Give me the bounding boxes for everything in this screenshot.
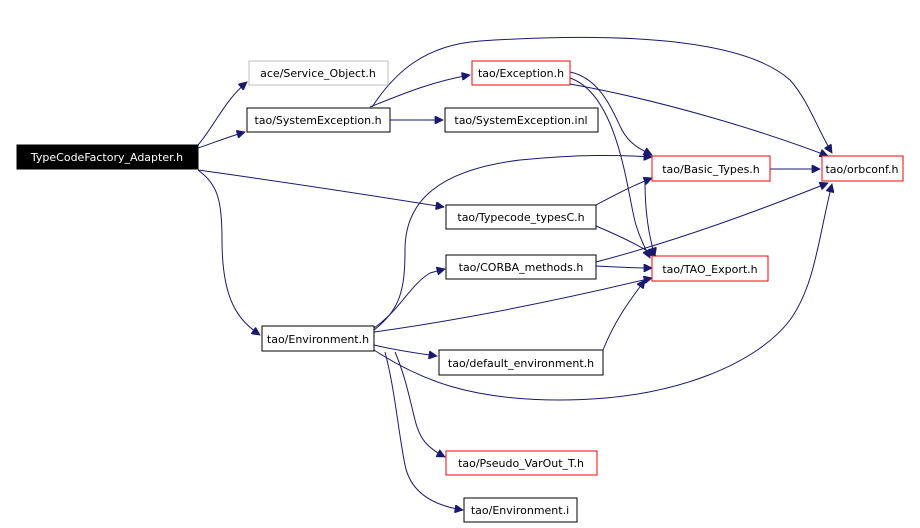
edge-env-pseudo-varout	[394, 351, 445, 458]
edge-env-basic-types	[373, 155, 652, 331]
edge-env-environment-i	[384, 351, 463, 510]
edge-basic-types-tao-export	[644, 181, 655, 256]
node-service-object[interactable]: ace/Service_Object.h	[248, 60, 389, 86]
node-label: tao/Pseudo_VarOut_T.h	[458, 457, 584, 470]
edge-root-environment	[197, 169, 260, 335]
edge-default-env-tao-export	[602, 280, 645, 351]
edge-typecode-tao-export	[595, 225, 656, 256]
node-label: tao/Environment.i	[471, 504, 569, 517]
node-label: tao/SystemException.inl	[454, 114, 587, 127]
node-label: ace/Service_Object.h	[260, 67, 376, 80]
node-typecodefactory-adapter[interactable]: TypeCodeFactory_Adapter.h	[16, 144, 199, 170]
edge-exception-tao-export	[569, 77, 651, 258]
edge-sysexc-exception	[369, 75, 470, 108]
node-label: tao/TAO_Export.h	[662, 263, 757, 276]
edge-env-corba-methods	[373, 269, 445, 329]
node-typecode-typesc[interactable]: tao/Typecode_typesC.h	[445, 204, 597, 230]
node-label: tao/SystemException.h	[254, 114, 381, 127]
node-corba-methods[interactable]: tao/CORBA_methods.h	[445, 254, 597, 280]
edge-corba-orbconf	[595, 183, 828, 263]
edge-root-system-exception	[197, 132, 245, 149]
node-label: tao/orbconf.h	[825, 163, 898, 176]
node-label: tao/Typecode_typesC.h	[457, 211, 584, 224]
node-environment-h[interactable]: tao/Environment.h	[261, 325, 375, 352]
edge-root-typecode-typesc	[197, 169, 444, 207]
node-label: tao/Exception.h	[478, 67, 564, 80]
node-label: TypeCodeFactory_Adapter.h	[30, 151, 183, 164]
edges	[197, 36, 832, 510]
node-basic-types[interactable]: tao/Basic_Types.h	[651, 155, 771, 182]
node-system-exception-h[interactable]: tao/SystemException.h	[246, 107, 391, 133]
node-default-environment[interactable]: tao/default_environment.h	[438, 349, 604, 376]
edge-env-default-environment	[373, 344, 437, 356]
edge-corba-tao-export	[595, 266, 652, 268]
edge-sysexc-orbconf	[371, 36, 832, 153]
node-tao-export[interactable]: tao/TAO_Export.h	[651, 255, 769, 282]
edge-env-tao-export	[373, 278, 652, 333]
edge-root-service-object	[197, 82, 247, 146]
edge-typecode-basic-types	[595, 178, 652, 206]
node-pseudo-varout[interactable]: tao/Pseudo_VarOut_T.h	[445, 450, 598, 476]
node-system-exception-inl[interactable]: tao/SystemException.inl	[444, 107, 599, 133]
node-orbconf[interactable]: tao/orbconf.h	[821, 155, 904, 182]
node-environment-i[interactable]: tao/Environment.i	[463, 497, 578, 523]
node-label: tao/Basic_Types.h	[662, 163, 760, 176]
edge-env-orbconf	[373, 184, 832, 401]
node-label: tao/CORBA_methods.h	[459, 261, 584, 274]
edge-exception-basic-types	[569, 71, 652, 156]
node-exception-h[interactable]: tao/Exception.h	[471, 60, 571, 86]
edge-exception-orbconf	[569, 83, 828, 156]
node-label: tao/default_environment.h	[448, 357, 594, 370]
node-label: tao/Environment.h	[267, 333, 369, 346]
